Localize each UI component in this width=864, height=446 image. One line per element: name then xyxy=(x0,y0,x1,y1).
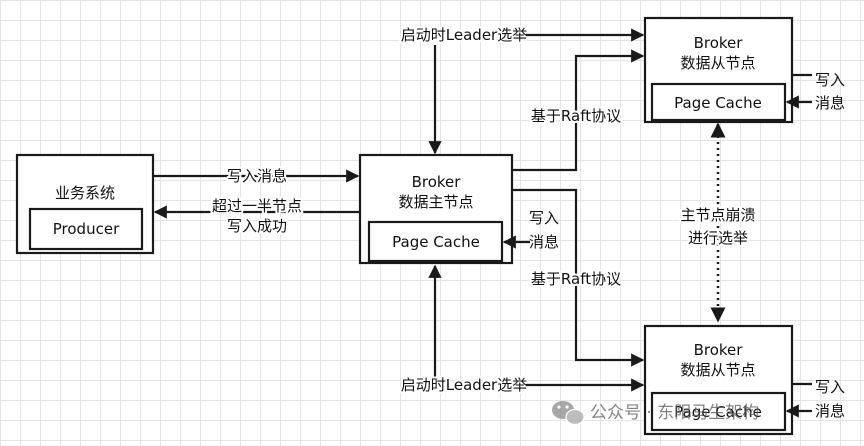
slave-top-broker-title: Broker xyxy=(694,34,744,52)
slave-top-write-label-line2: 消息 xyxy=(815,94,845,112)
slave-bottom-broker-title: Broker xyxy=(694,341,744,359)
slave-bottom-write-label-line2: 消息 xyxy=(815,402,845,420)
watermark: 公众号 · 东阳马生架构 xyxy=(552,401,759,426)
raft-bottom-label: 基于Raft协议 xyxy=(531,270,621,288)
producer-box xyxy=(28,207,144,251)
raft-bottom-arrow xyxy=(512,188,645,367)
producer-label: Producer xyxy=(53,220,120,238)
ack-label-line1: 超过一半节点 xyxy=(212,197,302,215)
master-page-cache-label: Page Cache xyxy=(392,233,480,251)
ack-label-line2: 写入成功 xyxy=(227,217,287,235)
slave-bottom-broker-subtitle: 数据从节点 xyxy=(680,361,755,379)
slave-top-broker-subtitle: 数据从节点 xyxy=(680,54,755,72)
slave-bottom-page-cache-label: Page Cache xyxy=(674,403,762,421)
failover-label-line1: 主节点崩溃 xyxy=(680,206,755,224)
master-broker-node: Broker 数据主节点 Page Cache xyxy=(358,153,514,265)
raft-top-label: 基于Raft协议 xyxy=(531,107,621,125)
master-broker-title: Broker xyxy=(412,173,462,191)
master-write-label-line1: 写入 xyxy=(529,209,559,227)
master-page-cache-box xyxy=(367,220,504,263)
election-top-label: 启动时Leader选举 xyxy=(401,26,527,44)
election-bottom-label: 启动时Leader选举 xyxy=(401,376,527,394)
master-write-label-line2: 消息 xyxy=(529,233,559,251)
business-system-node: 业务系统 Producer xyxy=(15,153,155,255)
write-message-label: 写入消息 xyxy=(227,167,287,185)
watermark-text: 公众号 · 东阳马生架构 xyxy=(590,403,759,423)
failover-label-line2: 进行选举 xyxy=(688,229,748,247)
slave-bottom-page-cache-box xyxy=(650,391,787,432)
slave-top-page-cache-box xyxy=(650,82,787,122)
master-broker-subtitle: 数据主节点 xyxy=(398,193,473,211)
slave-bottom-write-label-line1: 写入 xyxy=(815,378,845,396)
wechat-icon xyxy=(552,401,585,426)
slave-top-write-label-line1: 写入 xyxy=(815,71,845,89)
business-system-title: 业务系统 xyxy=(55,184,115,202)
raft-top-arrow xyxy=(512,49,645,172)
slave-top-broker-node: Broker 数据从节点 Page Cache xyxy=(643,16,794,124)
slave-top-page-cache-label: Page Cache xyxy=(674,94,762,112)
slave-bottom-broker-node: Broker 数据从节点 Page Cache xyxy=(643,324,794,436)
